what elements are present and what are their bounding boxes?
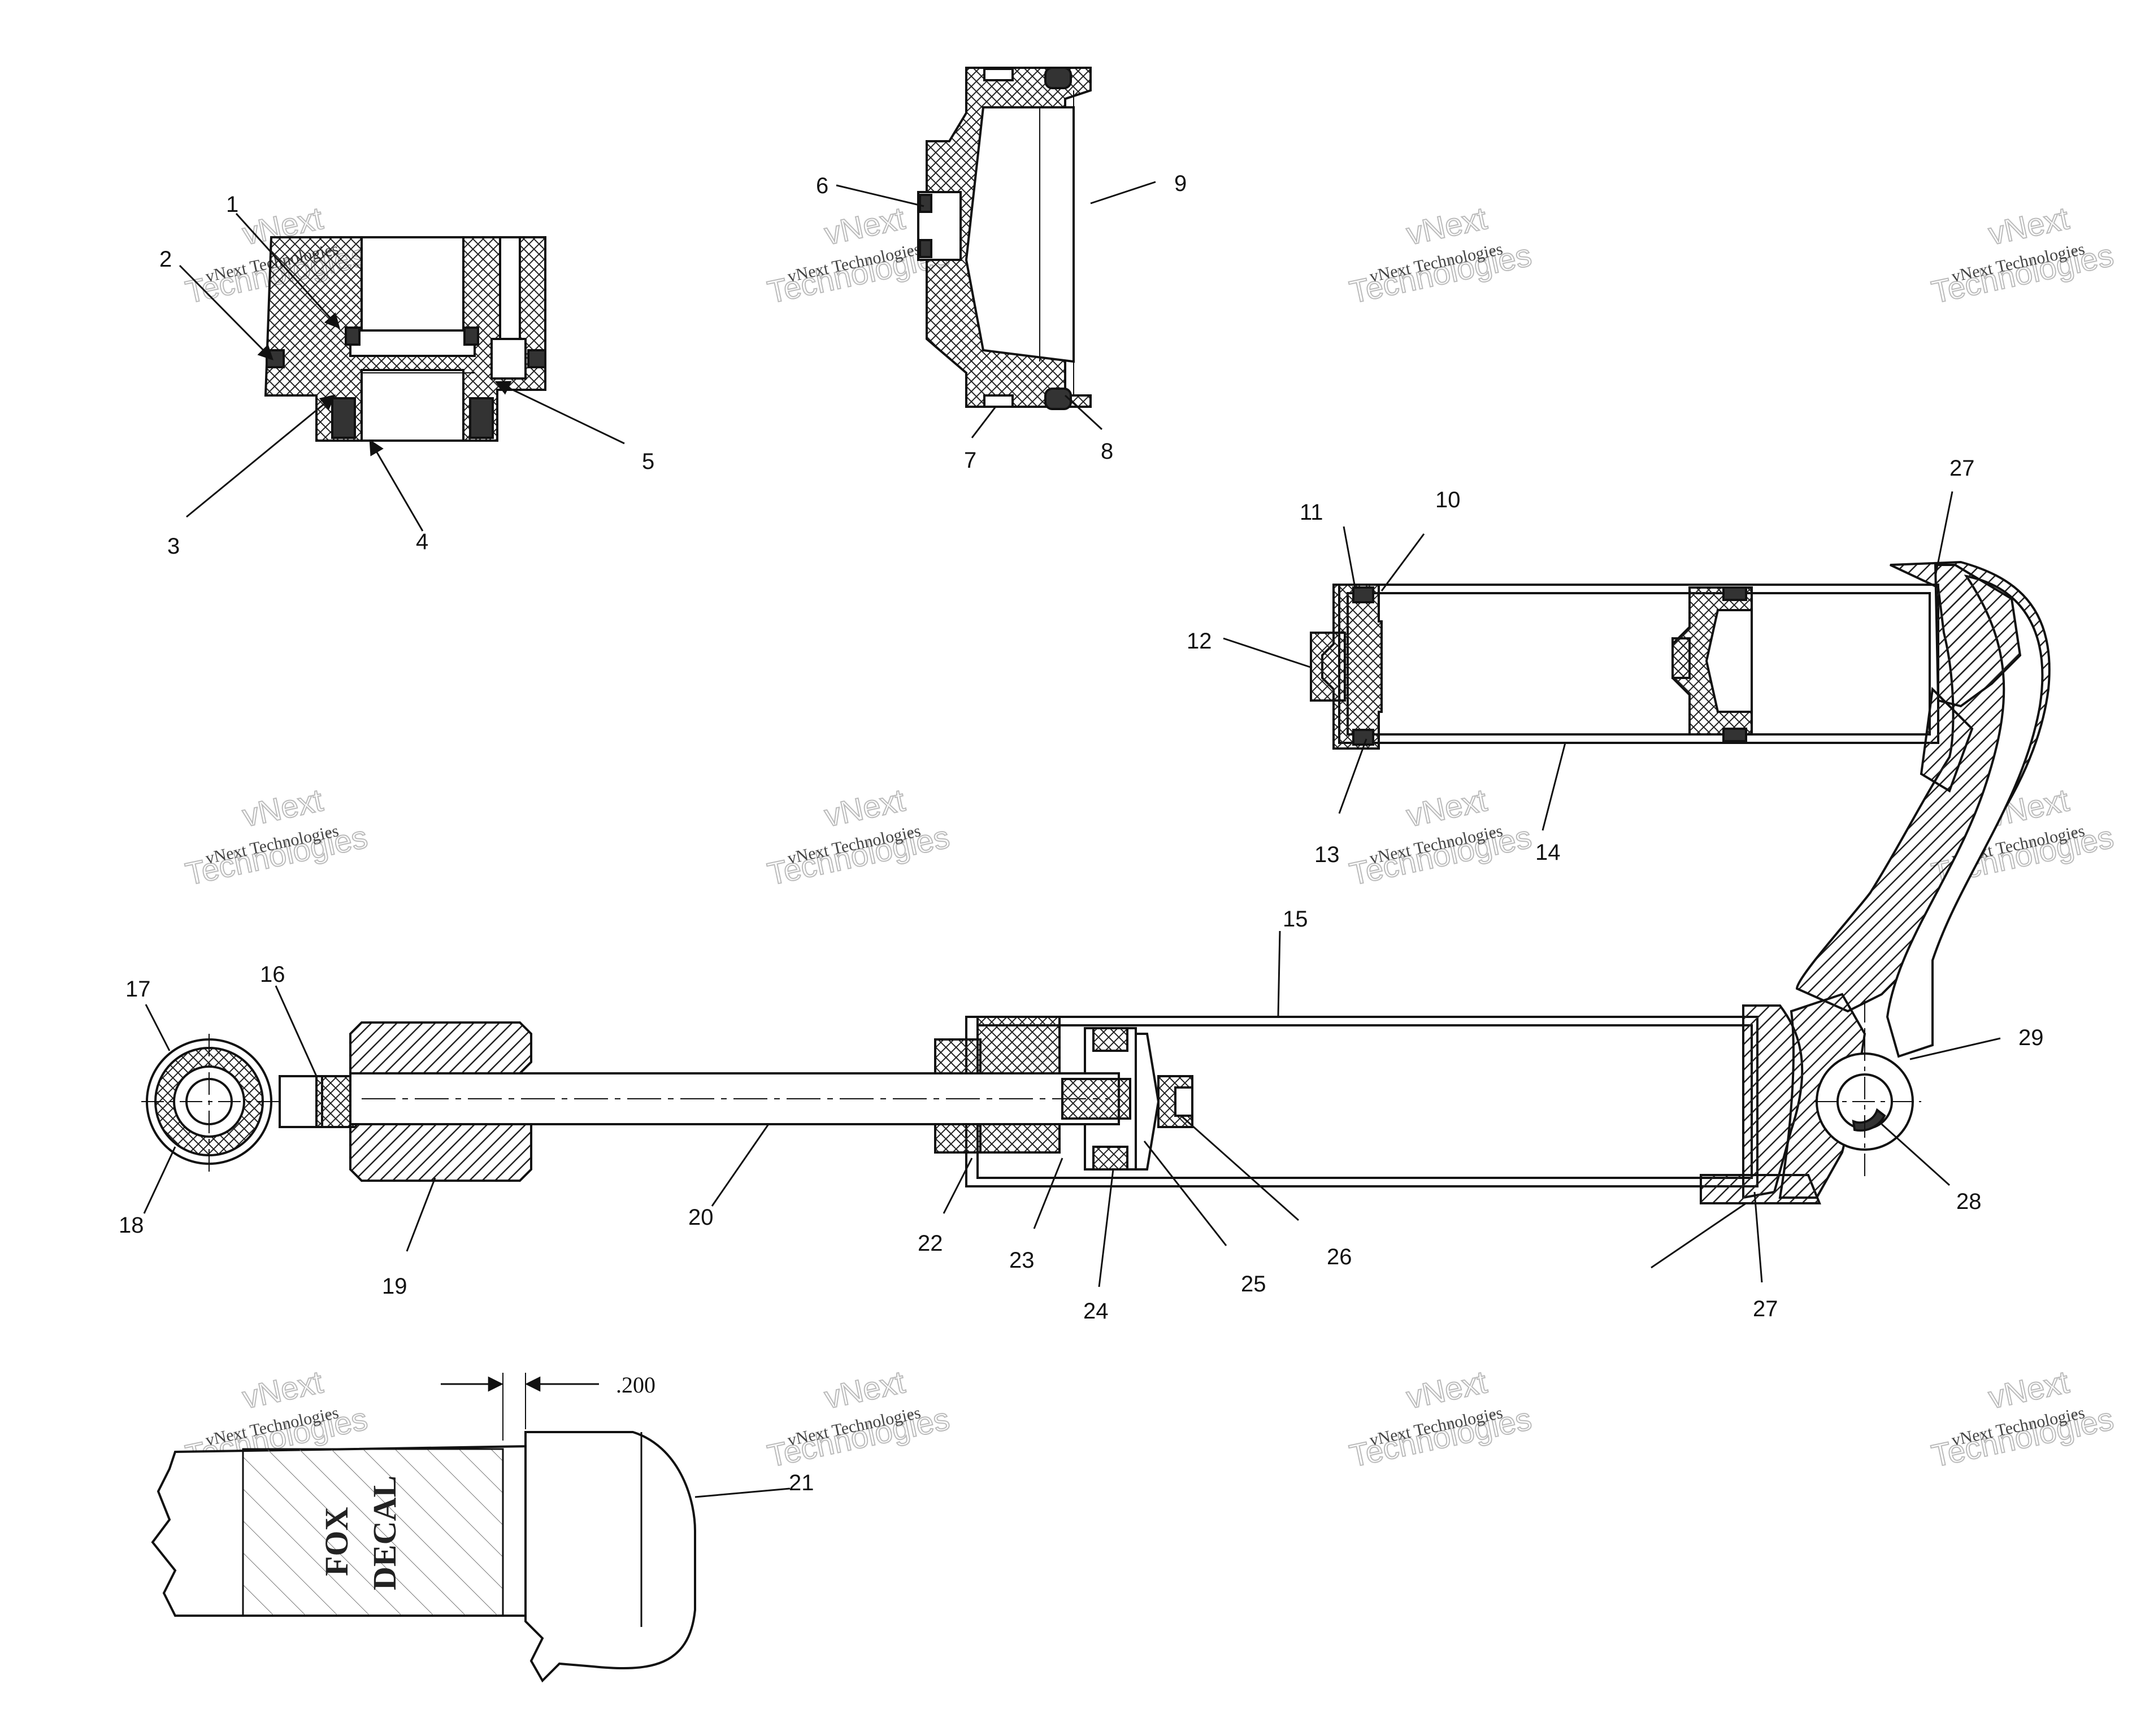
svg-text:vNext: vNext <box>239 782 326 833</box>
callout-13: 13 <box>1314 842 1340 867</box>
svg-text:vNext: vNext <box>821 1364 908 1415</box>
svg-text:vNext: vNext <box>1985 1364 2072 1415</box>
callout-labels: 1 2 3 4 5 6 7 8 9 10 11 12 13 14 15 16 1… <box>119 171 2044 1495</box>
watermark: vNext Technologies vNext Technologies <box>1346 781 1535 893</box>
watermark: vNext Technologies vNext Technologies <box>1346 199 1535 311</box>
callout-1: 1 <box>226 192 238 217</box>
callout-24: 24 <box>1083 1299 1109 1324</box>
svg-text:vNext: vNext <box>239 1364 326 1415</box>
callout-17: 17 <box>125 977 151 1002</box>
watermark: vNext Technologies vNext Technologies <box>1928 1363 2117 1474</box>
callout-26: 26 <box>1327 1245 1352 1269</box>
svg-text:vNext: vNext <box>821 782 908 833</box>
callout-7: 7 <box>964 448 976 473</box>
svg-text:vNext: vNext <box>1403 1364 1490 1415</box>
svg-text:vNext: vNext <box>1985 200 2072 251</box>
callout-25: 25 <box>1241 1272 1266 1296</box>
callout-12: 12 <box>1187 629 1212 654</box>
piston-detail <box>917 67 1092 410</box>
callout-20: 20 <box>688 1205 714 1230</box>
svg-text:vNext: vNext <box>1403 782 1490 833</box>
callout-10: 10 <box>1435 488 1461 512</box>
callout-3: 3 <box>167 534 180 559</box>
seal-head-detail <box>264 236 546 442</box>
callout-18: 18 <box>119 1213 144 1238</box>
svg-text:vNext: vNext <box>1403 200 1490 251</box>
watermark: vNext Technologies vNext Technologies <box>764 781 953 893</box>
shaft-assembly <box>141 1021 1131 1182</box>
watermark: vNext Technologies vNext Technologies <box>182 781 371 893</box>
callout-29: 29 <box>2018 1025 2044 1050</box>
watermark: vNext Technologies vNext Technologies <box>764 1363 953 1474</box>
callout-28: 28 <box>1956 1189 1982 1214</box>
callout-4: 4 <box>416 529 428 554</box>
callout-23: 23 <box>1009 1248 1035 1273</box>
callout-5: 5 <box>642 449 654 474</box>
callout-15: 15 <box>1283 907 1308 932</box>
decal-text-fox: FOX <box>318 1507 355 1576</box>
callout-19: 19 <box>382 1274 407 1299</box>
decal-text-decal: DECAL <box>366 1476 403 1590</box>
reservoir-assembly <box>1310 584 1939 750</box>
callout-8: 8 <box>1101 439 1113 464</box>
callout-11: 11 <box>1300 500 1323 525</box>
callout-27-top: 27 <box>1949 456 1975 481</box>
callout-2: 2 <box>159 247 172 272</box>
callout-14: 14 <box>1535 840 1561 865</box>
svg-text:vNext: vNext <box>821 200 908 251</box>
watermark: vNext Technologies vNext Technologies <box>1346 1363 1535 1474</box>
callout-27-bottom: 27 <box>1753 1296 1778 1321</box>
callout-6: 6 <box>816 173 828 198</box>
leader-lines <box>143 181 2001 1498</box>
watermark: vNext Technologies vNext Technologies <box>1928 199 2117 311</box>
callout-9: 9 <box>1174 171 1187 196</box>
decal-detail: .200 FOX DECAL <box>151 1372 696 1683</box>
callout-16: 16 <box>260 962 285 987</box>
callout-22: 22 <box>918 1231 943 1256</box>
dimension-label: .200 <box>616 1372 655 1398</box>
callout-21: 21 <box>789 1470 814 1495</box>
